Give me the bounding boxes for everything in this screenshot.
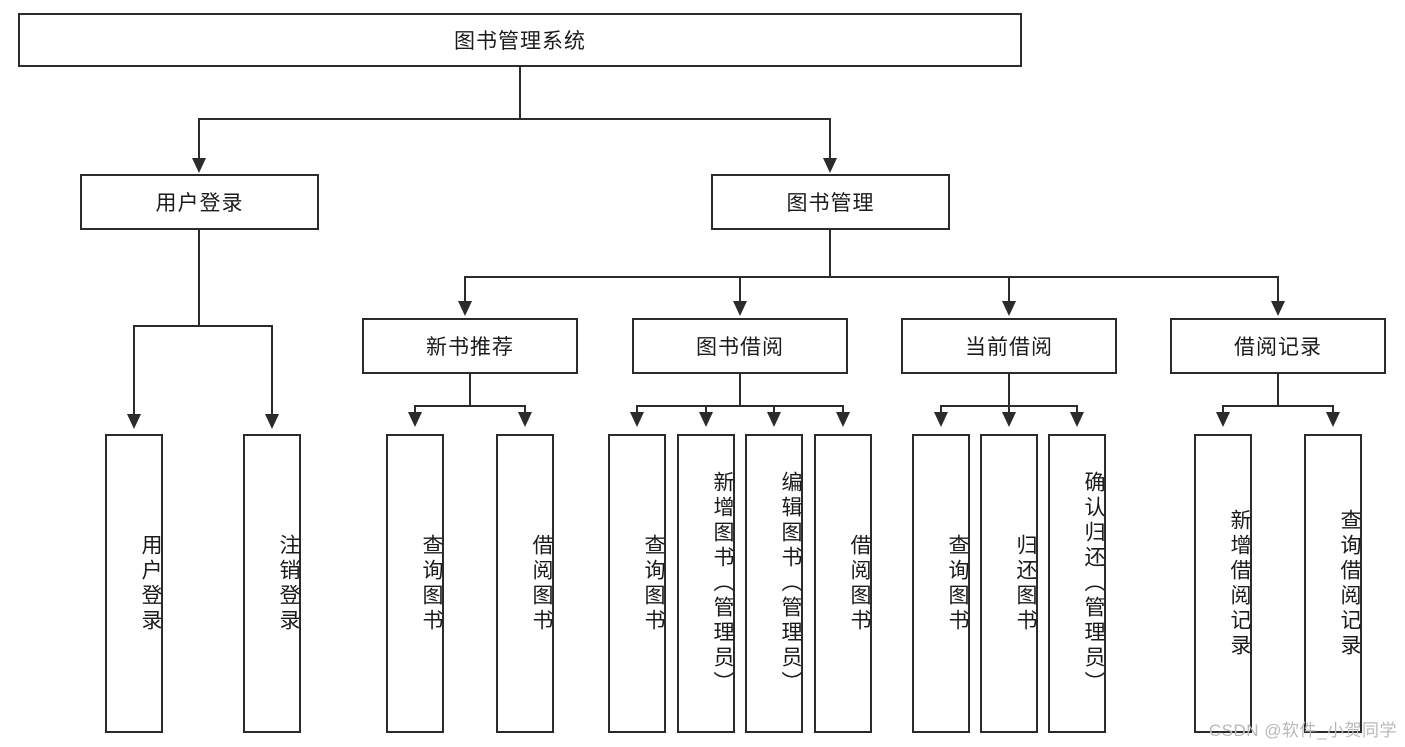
- edge-cb-drop-1: [940, 405, 942, 416]
- leaf-user-login-label: 用户登录: [139, 533, 162, 634]
- edge-book-manage-stem: [829, 230, 831, 277]
- leaf-query-book-3[interactable]: 查询图书: [912, 434, 970, 733]
- node-root[interactable]: 图书管理系统: [18, 13, 1022, 67]
- leaf-query-book-1-label: 查询图书: [420, 533, 443, 634]
- leaf-add-book[interactable]: 新增图书（管理员）: [677, 434, 735, 733]
- arrow-bb-leaf-3: [767, 412, 781, 427]
- arrow-bb-leaf-4: [836, 412, 850, 427]
- arrow-nbr-leaf-2: [518, 412, 532, 427]
- edge-nbr-drop-2: [524, 405, 526, 416]
- edge-root-to-book-manage: [829, 118, 831, 161]
- node-book-manage[interactable]: 图书管理: [711, 174, 950, 230]
- node-new-book-recommend[interactable]: 新书推荐: [362, 318, 578, 374]
- arrow-bm-to-current-borrow: [1002, 301, 1016, 316]
- leaf-add-record[interactable]: 新增借阅记录: [1194, 434, 1252, 733]
- arrow-nbr-leaf-1: [408, 412, 422, 427]
- arrow-user-login-leaf-2: [265, 414, 279, 429]
- edge-bm-drop-2: [739, 276, 741, 305]
- arrow-root-to-book-manage: [823, 158, 837, 173]
- leaf-add-record-label: 新增借阅记录: [1228, 508, 1251, 659]
- leaf-return-book[interactable]: 归还图书: [980, 434, 1038, 733]
- leaf-edit-book[interactable]: 编辑图书（管理员）: [745, 434, 803, 733]
- edge-nbr-stem: [469, 374, 471, 406]
- leaf-query-record-label: 查询借阅记录: [1338, 508, 1361, 659]
- leaf-query-book-2[interactable]: 查询图书: [608, 434, 666, 733]
- arrow-bm-to-new-book-recommend: [458, 301, 472, 316]
- leaf-return-book-label: 归还图书: [1014, 533, 1037, 634]
- edge-bb-drop-4: [842, 405, 844, 416]
- node-new-book-recommend-label: 新书推荐: [426, 336, 514, 359]
- edge-root-to-user-login: [198, 118, 200, 161]
- edge-bm-drop-4: [1277, 276, 1279, 305]
- edge-bb-drop-3: [773, 405, 775, 416]
- edge-user-login-drop-2: [271, 325, 273, 418]
- leaf-confirm-return-label: 确认归还（管理员）: [1082, 471, 1105, 696]
- edge-bm-drop-1: [464, 276, 466, 305]
- arrow-cb-leaf-2: [1002, 412, 1016, 427]
- edge-user-login-drop-1: [133, 325, 135, 418]
- node-current-borrow[interactable]: 当前借阅: [901, 318, 1117, 374]
- edge-bb-drop-1: [636, 405, 638, 416]
- edge-nbr-drop-1: [414, 405, 416, 416]
- arrow-root-to-user-login: [192, 158, 206, 173]
- arrow-bb-leaf-2: [699, 412, 713, 427]
- node-book-borrow-label: 图书借阅: [696, 336, 784, 359]
- leaf-borrow-book-2-label: 借阅图书: [848, 533, 871, 634]
- arrow-cb-leaf-1: [934, 412, 948, 427]
- edge-bb-drop-2: [705, 405, 707, 416]
- node-borrow-record-label: 借阅记录: [1234, 336, 1322, 359]
- edge-bb-bus: [636, 405, 844, 407]
- edge-root-stem: [519, 67, 521, 119]
- leaf-query-book-3-label: 查询图书: [946, 533, 969, 634]
- node-user-login-label: 用户登录: [155, 192, 244, 215]
- edge-br-drop-2: [1332, 405, 1334, 416]
- leaf-logout-login-label: 注销登录: [277, 533, 300, 634]
- leaf-query-book-1[interactable]: 查询图书: [386, 434, 444, 733]
- arrow-cb-leaf-3: [1070, 412, 1084, 427]
- arrow-bm-to-book-borrow: [733, 301, 747, 316]
- edge-cb-stem: [1008, 374, 1010, 406]
- leaf-confirm-return[interactable]: 确认归还（管理员）: [1048, 434, 1106, 733]
- arrow-bm-to-borrow-record: [1271, 301, 1285, 316]
- edge-root-bus: [198, 118, 831, 120]
- edge-cb-drop-2: [1008, 405, 1010, 416]
- edge-user-login-bus: [133, 325, 272, 327]
- node-root-label: 图书管理系统: [454, 30, 586, 53]
- edge-book-manage-bus: [464, 276, 1278, 278]
- node-user-login[interactable]: 用户登录: [80, 174, 319, 230]
- edge-bm-drop-3: [1008, 276, 1010, 305]
- leaf-query-book-2-label: 查询图书: [642, 533, 665, 634]
- leaf-add-book-label: 新增图书（管理员）: [711, 471, 734, 696]
- leaf-logout-login[interactable]: 注销登录: [243, 434, 301, 733]
- edge-cb-drop-3: [1076, 405, 1078, 416]
- arrow-bb-leaf-1: [630, 412, 644, 427]
- node-borrow-record[interactable]: 借阅记录: [1170, 318, 1386, 374]
- arrow-user-login-leaf-1: [127, 414, 141, 429]
- edge-bb-stem: [739, 374, 741, 406]
- edge-nbr-bus: [414, 405, 526, 407]
- leaf-edit-book-label: 编辑图书（管理员）: [779, 471, 802, 696]
- leaf-user-login[interactable]: 用户登录: [105, 434, 163, 733]
- edge-br-stem: [1277, 374, 1279, 406]
- arrow-br-leaf-2: [1326, 412, 1340, 427]
- arrow-br-leaf-1: [1216, 412, 1230, 427]
- node-book-borrow[interactable]: 图书借阅: [632, 318, 848, 374]
- leaf-query-record[interactable]: 查询借阅记录: [1304, 434, 1362, 733]
- node-book-manage-label: 图书管理: [786, 192, 875, 215]
- edge-br-drop-1: [1222, 405, 1224, 416]
- node-current-borrow-label: 当前借阅: [965, 336, 1053, 359]
- leaf-borrow-book-2[interactable]: 借阅图书: [814, 434, 872, 733]
- leaf-borrow-book-1-label: 借阅图书: [530, 533, 553, 634]
- edge-user-login-stem: [198, 230, 200, 326]
- edge-br-bus: [1222, 405, 1334, 407]
- leaf-borrow-book-1[interactable]: 借阅图书: [496, 434, 554, 733]
